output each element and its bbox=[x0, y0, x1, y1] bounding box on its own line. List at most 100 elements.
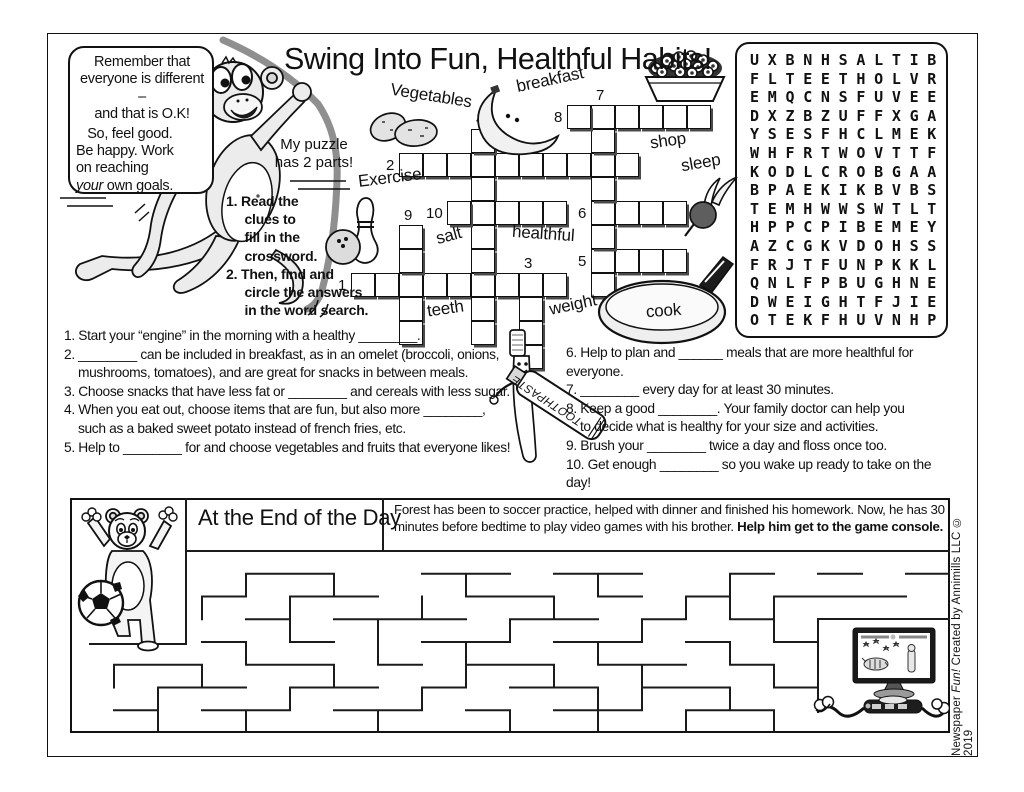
bear-paws bbox=[81, 506, 178, 522]
maze-panel bbox=[70, 498, 950, 733]
crossword-cell bbox=[447, 201, 471, 225]
tv-game-illustration bbox=[813, 627, 950, 718]
crossword-cell bbox=[543, 201, 567, 225]
crossword-cell bbox=[519, 297, 543, 321]
instructions-text: 1. Read the clues to fill in the crosswo… bbox=[226, 193, 369, 319]
bubble-italic-word: your bbox=[76, 177, 104, 194]
credit-line: Newspaper Fun! Created by Annimills LLC … bbox=[951, 515, 975, 756]
bubble-text-2: So, feel good. Be happy. Work on reachin… bbox=[76, 125, 174, 194]
word-search-row: AZCGKVDOHSS bbox=[750, 236, 946, 255]
crossword-cell bbox=[615, 249, 639, 273]
word-search-row: DXZBZUFFXGA bbox=[750, 106, 946, 125]
crossword-cell bbox=[519, 201, 543, 225]
clue-item: 2. ________ can be included in breakfast… bbox=[64, 346, 500, 381]
word-search-row: DWEIGHTFJIE bbox=[750, 292, 946, 311]
clues-list-right: 6. Help to plan and ______ meals that ar… bbox=[566, 344, 958, 493]
controller-cable-left bbox=[823, 705, 865, 718]
crossword-cell bbox=[591, 105, 615, 129]
word-search-row: TEMHWWSWTLT bbox=[750, 199, 946, 218]
crossword-cell bbox=[399, 153, 423, 177]
page-border bbox=[47, 33, 978, 757]
word-search-row: UXBNHSALTIB bbox=[750, 51, 946, 69]
crossword-cell bbox=[471, 225, 495, 249]
crossword-cell bbox=[471, 177, 495, 201]
clue-item: 6. Help to plan and ______ meals that ar… bbox=[566, 345, 917, 379]
crossword-cell bbox=[663, 201, 687, 225]
crossword-cell bbox=[447, 273, 471, 297]
controller-icon-right bbox=[931, 698, 950, 715]
maze-wall-path bbox=[89, 498, 950, 733]
bear-illustration bbox=[77, 506, 178, 652]
word-search-row: KODLCROBGAA bbox=[750, 162, 946, 181]
crossword-cell bbox=[639, 105, 663, 129]
crossword-cell bbox=[351, 273, 375, 297]
clue-item: 9. Brush your ________ twice a day and f… bbox=[566, 437, 887, 453]
maze-title: At the End of the Day bbox=[198, 505, 401, 530]
crossword-cell bbox=[519, 153, 543, 177]
maze-intro: Forest has been to soccer practice, help… bbox=[394, 502, 945, 535]
crossword-number: 1 bbox=[338, 277, 347, 294]
crossword-cell bbox=[495, 153, 519, 177]
word-search-row: BPAEKIKBVBS bbox=[750, 181, 946, 200]
clue-item: 10. Get enough ________ so you wake up r… bbox=[566, 456, 935, 491]
crossword-cell bbox=[471, 321, 495, 345]
speech-bubble: Remember that everyone is different – an… bbox=[68, 46, 214, 194]
puzzle-note: My puzzle has 2 parts! bbox=[274, 136, 354, 171]
crossword-cell bbox=[399, 321, 423, 345]
crossword-cell bbox=[639, 249, 663, 273]
clues-list-left: 1. Start your “engine” in the morning wi… bbox=[64, 327, 569, 457]
bear-arm-left bbox=[86, 515, 112, 548]
crossword-cell bbox=[591, 225, 615, 249]
crossword-cell bbox=[567, 153, 591, 177]
crossword-cell bbox=[375, 273, 399, 297]
crossword-cell bbox=[591, 249, 615, 273]
word-search-row: FRJTFUNPKKL bbox=[750, 255, 946, 274]
crossword-number: 9 bbox=[404, 207, 413, 224]
crossword-cell bbox=[543, 153, 567, 177]
clue-item: 3. Choose snacks that have less fat or _… bbox=[64, 383, 510, 399]
crossword-cell bbox=[543, 273, 567, 297]
clue-item: 4. When you eat out, choose items that a… bbox=[64, 402, 486, 436]
crossword-cell bbox=[663, 105, 687, 129]
crossword-cell bbox=[615, 105, 639, 129]
crossword-cell bbox=[399, 297, 423, 321]
maze-walls bbox=[89, 498, 950, 733]
crossword-cell bbox=[687, 105, 711, 129]
crossword-cell bbox=[615, 201, 639, 225]
crossword-cell bbox=[495, 273, 519, 297]
crossword-cell bbox=[471, 297, 495, 321]
soccer-ball-icon bbox=[77, 579, 125, 627]
crossword-cell bbox=[423, 273, 447, 297]
crossword-number: 8 bbox=[554, 109, 563, 126]
crossword-cell bbox=[615, 153, 639, 177]
word-bank-label: healthful bbox=[511, 221, 576, 246]
crossword-cell bbox=[471, 249, 495, 273]
crossword-cell bbox=[423, 153, 447, 177]
word-search-row: YSESFHCLMEK bbox=[750, 125, 946, 144]
bubble-text-1: Remember that everyone is different – an… bbox=[79, 54, 204, 123]
clue-item: 8. Keep a good ________. Your family doc… bbox=[566, 400, 905, 435]
crossword-number: 2 bbox=[386, 157, 395, 174]
page-title: Swing Into Fun, Healthful Habits! bbox=[284, 42, 712, 76]
crossword-cell bbox=[663, 249, 687, 273]
maze-artwork bbox=[77, 498, 950, 733]
word-bank-label: cook bbox=[645, 299, 682, 322]
crossword-cell bbox=[591, 153, 615, 177]
crossword-number: 7 bbox=[596, 87, 605, 104]
crossword-number: 3 bbox=[524, 255, 533, 272]
crossword-cell bbox=[591, 177, 615, 201]
word-search-row: WHFRTWOVTTF bbox=[750, 143, 946, 162]
crossword-cell bbox=[567, 105, 591, 129]
crossword-cell bbox=[447, 153, 471, 177]
crossword-number: 5 bbox=[578, 253, 587, 270]
maze-intro-bold: Help him get to the game console. bbox=[737, 519, 943, 535]
word-search-row: HPPCPIBEMEY bbox=[750, 218, 946, 237]
clue-item: 1. Start your “engine” in the morning wi… bbox=[64, 328, 421, 343]
bear-arm-right bbox=[148, 519, 173, 551]
crossword-cell bbox=[591, 129, 615, 153]
crossword-cell bbox=[471, 273, 495, 297]
word-search-row: QNLFPBUGHNE bbox=[750, 274, 946, 293]
crossword-cell bbox=[399, 225, 423, 249]
